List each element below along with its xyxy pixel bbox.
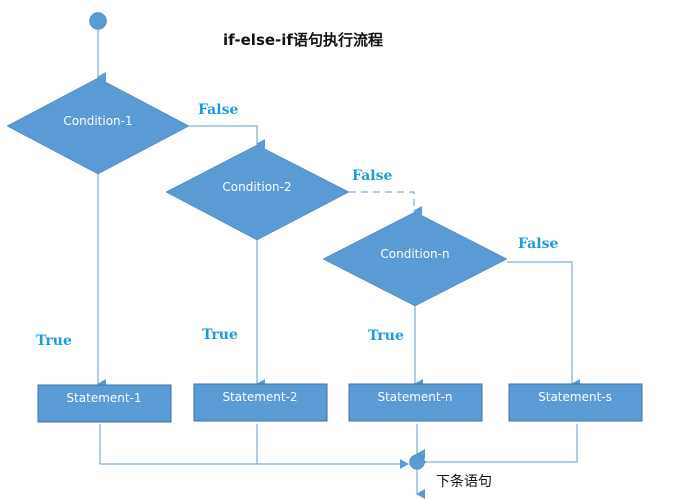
statement-2-label: Statement-2: [222, 390, 297, 404]
false-label-1: False: [198, 102, 238, 118]
condition-n-label: Condition-n: [380, 247, 449, 261]
condition-n-node: Condition-n: [322, 211, 508, 307]
statement-1-box: [37, 384, 172, 423]
merge-edge-1: [99, 424, 409, 469]
merge-edge-s: [418, 424, 578, 467]
false-label-n: False: [518, 236, 558, 252]
condition-2-label: Condition-2: [222, 180, 291, 194]
statement-s-node: Statement-s: [508, 383, 643, 422]
false-edge-n: [507, 261, 580, 389]
true-label-2: True: [202, 327, 238, 343]
condition-1-label: Condition-1: [63, 114, 132, 128]
statement-1-node: Statement-1: [37, 384, 172, 423]
statement-s-box: [508, 383, 643, 422]
condition-2-node: Condition-2: [165, 144, 350, 241]
start-node: [89, 12, 107, 30]
statement-n-node: Statement-n: [348, 383, 483, 422]
false-edge-1: [189, 125, 265, 149]
true-label-n: True: [368, 328, 404, 344]
true-label-1: True: [36, 333, 72, 349]
statement-s-label: Statement-s: [538, 390, 612, 404]
statement-2-node: Statement-2: [193, 383, 328, 422]
statement-1-label: Statement-1: [66, 391, 141, 405]
condition-1-node: Condition-1: [6, 77, 190, 175]
false-label-2: False: [352, 168, 392, 184]
statement-n-box: [348, 383, 483, 422]
statement-n-label: Statement-n: [377, 390, 452, 404]
merge-node: [409, 454, 425, 470]
false-edge-2: [349, 191, 422, 216]
diagram-title: if-else-if语句执行流程: [223, 31, 383, 49]
next-statement-label: 下条语句: [436, 473, 492, 490]
statement-2-box: [193, 383, 328, 422]
